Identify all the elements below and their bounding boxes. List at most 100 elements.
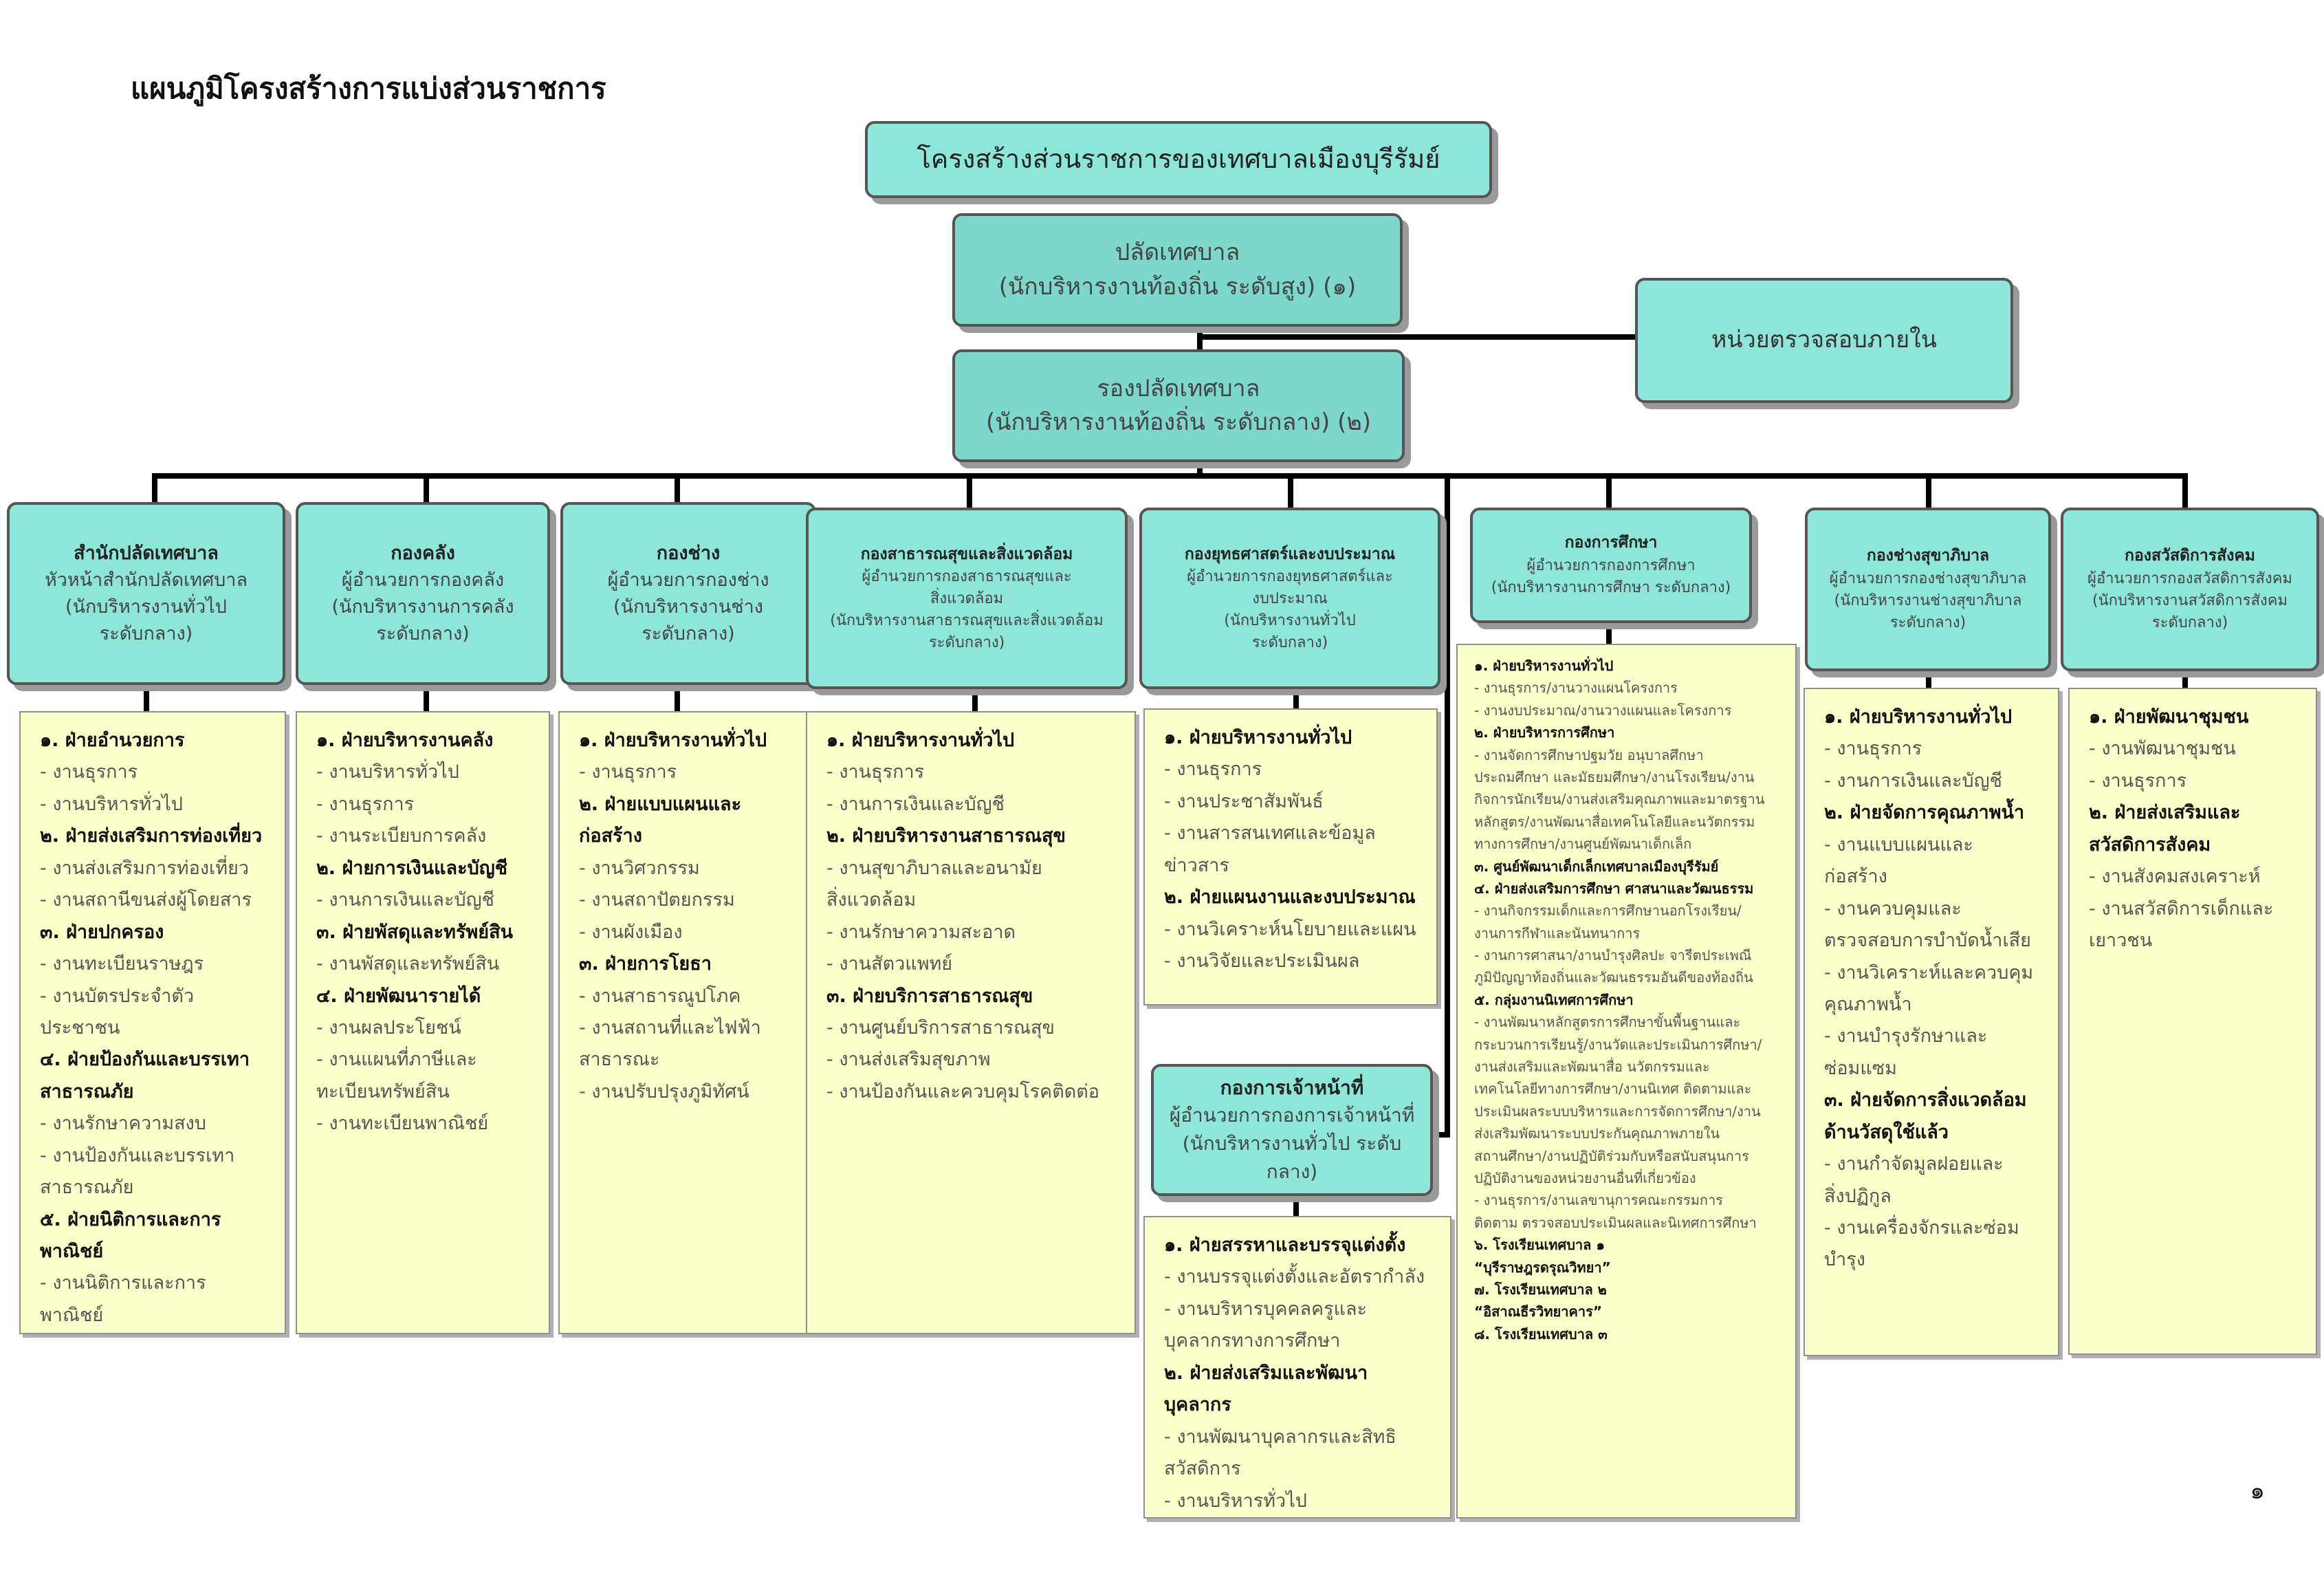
department-title: กองยุทธศาสตร์และงบประมาณ xyxy=(1184,545,1396,563)
task-item: งานระเบียบการคลัง xyxy=(316,820,532,852)
section-heading: พาณิชย์ xyxy=(40,1241,104,1262)
task-item: บุคลากรทางการศึกษา xyxy=(1164,1330,1341,1352)
section-heading: ด้านวัสดุใช้แล้ว xyxy=(1824,1121,1949,1143)
task-item: งานสารสนเทศและข้อมูล xyxy=(1164,818,1420,849)
org-title: โครงสร้างส่วนราชการของเทศบาลเมืองบุรีรัม… xyxy=(917,144,1440,175)
section-heading: ๓. ศูนย์พัฒนาเด็กเล็กเทศบาลเมืองบุรีรัมย… xyxy=(1474,858,1719,875)
task-item: งานบำรุงรักษาและ xyxy=(1824,1021,2041,1052)
task-item: งานสถานที่และไฟฟ้า xyxy=(579,1012,800,1044)
department-line: ระดับกลาง) xyxy=(2151,613,2228,631)
section-heading: ๔. ฝ่ายป้องกันและบรรเทา xyxy=(40,1049,250,1071)
deputy-clerk-title: รองปลัดเทศบาล xyxy=(1097,374,1260,402)
task-item: งานพัฒนาชุมชน xyxy=(2089,733,2299,765)
task-item: งานการเงินและบัญชี xyxy=(316,884,532,916)
department-box: กองสาธารณสุขและสิ่งแวดล้อมผู้อำนวยการกอง… xyxy=(806,508,1128,689)
task-item: งานบริหารทั่วไป xyxy=(40,789,268,820)
department-title: สำนักปลัดเทศบาล xyxy=(74,542,219,564)
section-heading: ก่อสร้าง xyxy=(579,825,642,847)
task-item: งานสถานีขนส่งผู้โดยสาร xyxy=(40,884,268,916)
deputy-clerk-box: รองปลัดเทศบาล (นักบริหารงานท้องถิ่น ระดั… xyxy=(952,349,1405,462)
internal-audit-label: หน่วยตรวจสอบภายใน xyxy=(1711,326,1938,354)
deputy-clerk-level: (นักบริหารงานท้องถิ่น ระดับกลาง) (๒) xyxy=(985,409,1372,436)
section-heading: ๓. ฝ่ายปกครอง xyxy=(40,921,164,943)
task-item: งานธุรการ xyxy=(826,757,1118,788)
task-item: สิ่งปฏิกูล xyxy=(1824,1185,1892,1207)
task-item: งานเครื่องจักรและซ่อม xyxy=(1824,1212,2041,1244)
department-title: กองสวัสดิการสังคม xyxy=(2125,547,2255,565)
department-box: กองช่างสุขาภิบาลผู้อำนวยการกองช่างสุขาภิ… xyxy=(1805,508,2051,671)
page-number: ๑ xyxy=(2250,1477,2265,1505)
task-item: งานทะเบียนพาณิชย์ xyxy=(316,1108,532,1140)
task-item: สาธารณภัย xyxy=(40,1177,134,1199)
section-heading: ๒. ฝ่ายส่งเสริมและพัฒนา xyxy=(1164,1362,1368,1384)
section-heading: ๑. ฝ่ายสรรหาและบรรจุแต่งตั้ง xyxy=(1164,1235,1406,1256)
task-item: งานธุรการ xyxy=(40,757,268,788)
task-item: งานรักษาความสงบ xyxy=(40,1108,268,1140)
department-detail-box: ๑. ฝ่ายบริหารงานทั่วไปงานธุรการงานการเงิ… xyxy=(806,711,1136,1334)
task-item: ก่อสร้าง xyxy=(1824,866,1887,888)
task-item: งานสถาปัตยกรรม xyxy=(579,884,800,916)
task-item: ทะเบียนทรัพย์สิน xyxy=(316,1080,450,1102)
task-item: บำรุง xyxy=(1824,1249,1865,1271)
task-item: งานบัตรประจำตัวประชาชน xyxy=(40,981,268,1045)
department-line: ผู้อำนวยการกองคลัง xyxy=(341,569,505,591)
section-heading: “บุรีราษฎรดรุณวิทยา” xyxy=(1474,1259,1611,1276)
task-item: งานพัสดุและทรัพย์สิน xyxy=(316,948,532,980)
section-heading: สวัสดิการสังคม xyxy=(2089,834,2211,856)
internal-audit-box: หน่วยตรวจสอบภายใน xyxy=(1635,278,2013,403)
task-item: ประเมินผลระบบบริหารและการจัดการศึกษา/งาน xyxy=(1474,1102,1761,1120)
task-item: งานการกีฬาและนันทนาการ xyxy=(1474,924,1641,942)
task-item: งานสังคมสงเคราะห์ xyxy=(2089,861,2299,893)
task-item: หลักสูตร/งานพัฒนาสื่อเทคโนโลยีและนวัตกรร… xyxy=(1474,813,1755,830)
task-item: งานทะเบียนราษฎร xyxy=(40,948,268,980)
task-item: งานจัดการศึกษาปฐมวัย อนุบาลศึกษา xyxy=(1474,744,1784,766)
department-line: (นักบริหารงานสาธารณสุขและสิ่งแวดล้อม xyxy=(830,611,1104,629)
department-line: (นักบริหารงานสวัสดิการสังคม xyxy=(2092,591,2288,609)
task-item: งานแบบแผนและ xyxy=(1824,829,2041,861)
task-item: งานธุรการ xyxy=(579,757,800,788)
hr-division-box: กองการเจ้าหน้าที่ ผู้อำนวยการกองการเจ้าห… xyxy=(1151,1064,1433,1196)
task-item: กิจการนักเรียน/งานส่งเสริมคุณภาพและมาตรฐ… xyxy=(1474,791,1765,808)
task-item: งานศูนย์บริการสาธารณสุข xyxy=(826,1012,1118,1044)
task-item: งานธุรการ xyxy=(316,789,532,820)
section-heading: ๑. ฝ่ายบริหารงานทั่วไป xyxy=(1824,706,2013,728)
task-item: ภูมิปัญญาท้องถิ่นและวัฒนธรรมอันดีของท้อง… xyxy=(1474,969,1753,986)
section-heading: ๓. ฝ่ายบริการสาธารณสุข xyxy=(826,985,1033,1007)
department-detail-box: ๑. ฝ่ายบริหารงานทั่วไปงานธุรการงานประชาส… xyxy=(1143,708,1438,1005)
task-item: สาธารณะ xyxy=(579,1049,660,1071)
section-heading: ๔. ฝ่ายส่งเสริมการศึกษา ศาสนาและวัฒนธรรม xyxy=(1474,880,1754,897)
department-line: (นักบริหารงานการคลัง xyxy=(331,596,514,618)
department-line: (นักบริหารงานการศึกษา ระดับกลาง) xyxy=(1491,578,1731,596)
task-item: เยาวชน xyxy=(2089,930,2153,952)
section-heading: ๒. ฝ่ายส่งเสริมการท่องเที่ยว xyxy=(40,825,263,847)
section-heading: ๑. ฝ่ายบริหารงานทั่วไป xyxy=(1164,727,1352,748)
section-heading: สาธารณภัย xyxy=(40,1080,134,1102)
department-line: ระดับกลาง) xyxy=(642,623,735,645)
task-item: สถานศึกษา/งานปฏิบัติร่วมกับหรือสนับสนุนก… xyxy=(1474,1147,1749,1164)
task-item: งานธุรการ/งานเลขานุการคณะกรรมการ xyxy=(1474,1189,1784,1211)
task-item: งานการเงินและบัญชี xyxy=(826,789,1118,820)
department-line: ผู้อำนวยการกองสวัสดิการสังคม xyxy=(2087,569,2292,587)
department-title: กองคลัง xyxy=(391,542,455,564)
task-item: กระบวนการเรียนรู้/งานวัดและประเมินการศึก… xyxy=(1474,1036,1762,1053)
task-item: งานนิติการและการ xyxy=(40,1268,268,1299)
hr-detail-box: ๑. ฝ่ายสรรหาและบรรจุแต่งตั้งงานบรรจุแต่ง… xyxy=(1143,1216,1451,1519)
department-line: ผู้อำนวยการกองช่างสุขาภิบาล xyxy=(1829,569,2027,587)
municipal-clerk-box: ปลัดเทศบาล (นักบริหารงานท้องถิ่น ระดับสู… xyxy=(952,213,1403,327)
page-title: แผนภูมิโครงสร้างการแบ่งส่วนราชการ xyxy=(131,72,606,105)
department-line: (นักบริหารงานทั่วไป xyxy=(1224,611,1356,629)
department-box: กองการศึกษาผู้อำนวยการกองการศึกษา(นักบริ… xyxy=(1470,508,1752,623)
task-item: งานส่งเสริมการท่องเที่ยว xyxy=(40,853,268,884)
section-heading: ๑. ฝ่ายอำนวยการ xyxy=(40,730,185,751)
task-item: ส่งเสริมพัฒนาระบบประกันคุณภาพภายใน xyxy=(1474,1125,1720,1142)
task-item: งานสุขาภิบาลและอนามัย xyxy=(826,853,1118,884)
department-box: กองสวัสดิการสังคมผู้อำนวยการกองสวัสดิการ… xyxy=(2061,508,2319,671)
section-heading: ๑. ฝ่ายพัฒนาชุมชน xyxy=(2089,706,2249,728)
task-item: งานปรับปรุงภูมิทัศน์ xyxy=(579,1076,800,1108)
section-heading: ๗. โรงเรียนเทศบาล ๒ xyxy=(1474,1281,1607,1298)
task-item: งานกำจัดมูลฝอยและ xyxy=(1824,1149,2041,1180)
org-title-box: โครงสร้างส่วนราชการของเทศบาลเมืองบุรีรัม… xyxy=(865,121,1492,198)
department-detail-box: ๑. ฝ่ายบริหารงานทั่วไปงานธุรการงานการเงิ… xyxy=(1804,688,2059,1356)
department-line: ผู้อำนวยการกองสาธารณสุขและ xyxy=(862,567,1072,585)
task-item: สิ่งแวดล้อม xyxy=(826,889,917,911)
